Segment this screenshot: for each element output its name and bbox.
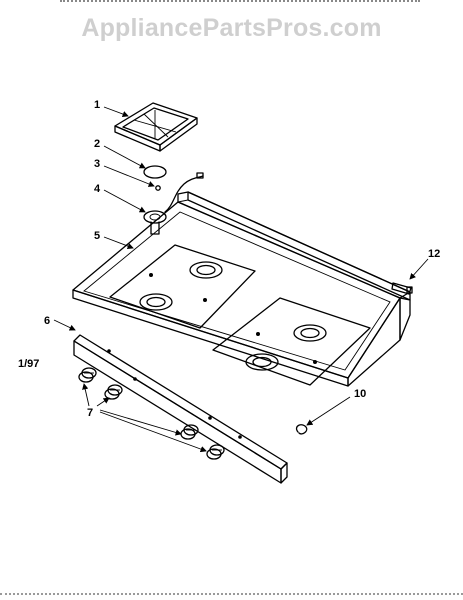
callout-3: 3 — [94, 158, 100, 170]
control-knob-1 — [78, 367, 97, 383]
mounting-clip — [295, 424, 308, 435]
date-code: 1/97 — [18, 358, 39, 370]
callout-1: 1 — [94, 99, 100, 111]
spark-electrode — [155, 172, 204, 213]
callout-10: 10 — [354, 388, 366, 400]
callout-4: 4 — [94, 183, 101, 195]
callout-5: 5 — [94, 230, 100, 242]
control-knob-2 — [104, 384, 123, 400]
control-panel — [73, 334, 288, 484]
callout-7: 7 — [87, 407, 93, 419]
burner-cap — [143, 165, 167, 179]
leader-lines — [53, 106, 429, 453]
burner-grate — [114, 102, 198, 152]
control-knob-4 — [206, 444, 225, 460]
igniter-bracket — [391, 282, 413, 295]
top-border-line — [60, 0, 420, 5]
burner-base — [143, 210, 167, 235]
callout-2: 2 — [94, 138, 100, 150]
watermark-text: AppliancePartsPros.com — [81, 14, 382, 42]
callout-12: 12 — [428, 248, 440, 260]
callout-6: 6 — [44, 315, 50, 327]
bottom-border-line — [0, 593, 463, 598]
cooktop-main-top — [72, 191, 411, 387]
